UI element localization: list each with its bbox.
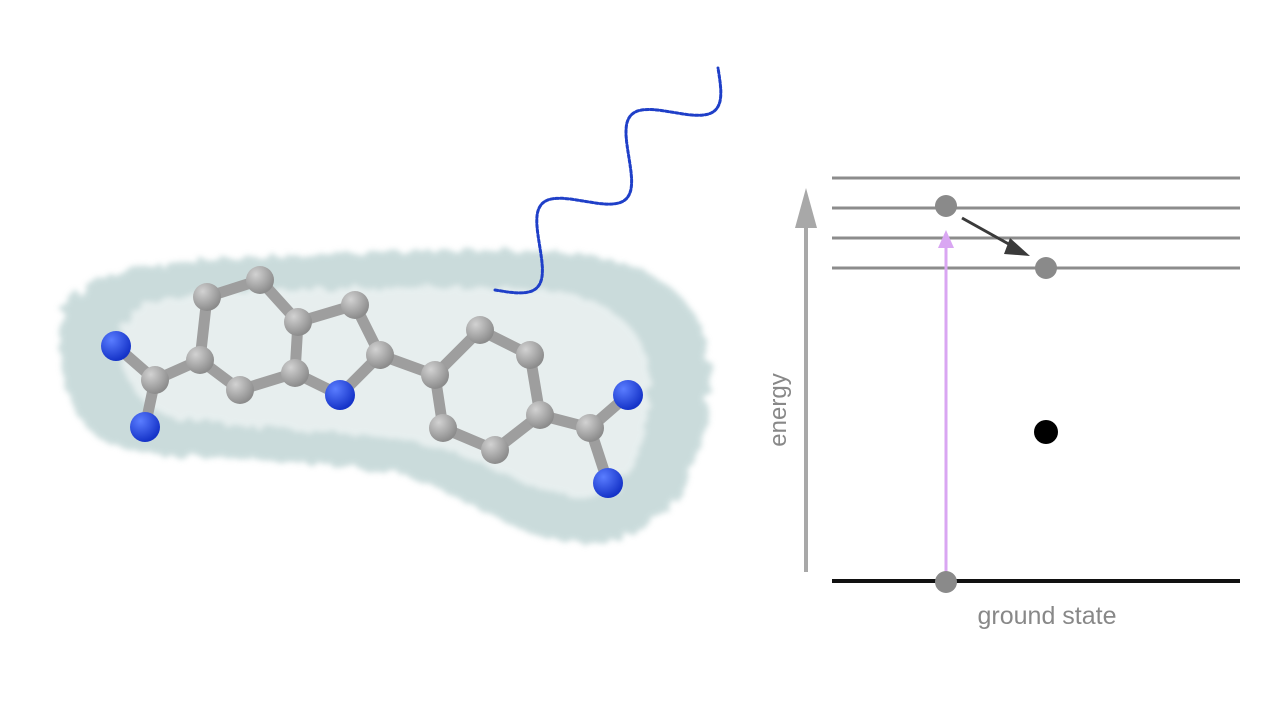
excited-state-electron [935,195,957,217]
relaxation-arrow-head [1004,238,1030,256]
energy-axis: energy [765,188,817,572]
carbon-atom-c7 [186,346,214,374]
energy-levels [832,176,1240,583]
carbon-atom-c16 [576,414,604,442]
carbon-atom-c12 [516,341,544,369]
molecule [101,266,643,498]
photon-wave [493,66,723,295]
carbon-atom-c1 [141,366,169,394]
nitrogen-atom-n4 [593,468,623,498]
carbon-atom-c4 [284,308,312,336]
carbon-atom-c8 [341,291,369,319]
nitrogen-atom-n2 [130,412,160,442]
carbon-atom-c10 [421,361,449,389]
energy-axis-label: energy [765,373,792,446]
carbon-atom-c9 [366,341,394,369]
carbon-atom-c15 [429,414,457,442]
carbon-atom-c2 [193,283,221,311]
relaxed-state-electron [1035,257,1057,279]
molecule-atoms [101,266,643,498]
carbon-atom-c3 [246,266,274,294]
nitrogen-atom-n3 [613,380,643,410]
excitation-arrow-head [938,230,954,248]
relaxation-arrow [961,216,1030,256]
carbon-atom-c6 [226,376,254,404]
solvent-cloud-core [119,287,651,498]
carbon-atom-c11 [466,316,494,344]
carbon-atom-c5 [281,359,309,387]
solvent-cloud [60,250,711,543]
final-state-electron [1034,420,1058,444]
relaxation-arrow-shaft [961,216,1015,249]
excitation-arrow [938,230,954,572]
ground-state-label: ground state [978,602,1117,630]
nitrogen-atom-nh [325,380,355,410]
carbon-atom-c14 [481,436,509,464]
carbon-atom-c13 [526,401,554,429]
nitrogen-atom-n1 [101,331,131,361]
ground-state-electron [935,571,957,593]
energy-diagram: energy ground state [765,176,1240,630]
energy-axis-arrowhead [795,188,817,228]
